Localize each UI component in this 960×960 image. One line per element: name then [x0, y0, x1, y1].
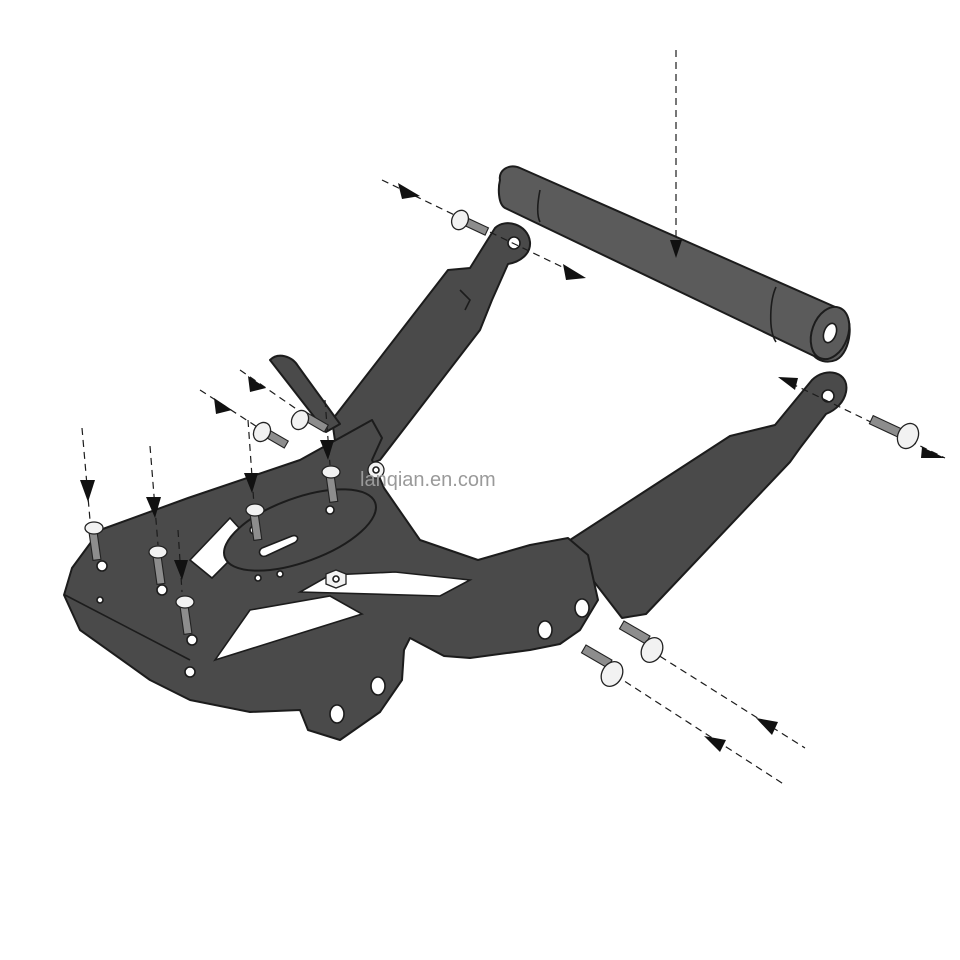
screw-icon	[252, 421, 290, 449]
washer-icon	[367, 461, 385, 479]
screw-icon	[618, 620, 664, 663]
arrow-down-icon	[80, 480, 95, 502]
arrow-right-icon	[398, 183, 420, 199]
arrow-right-icon	[248, 376, 266, 392]
direction-arrows	[80, 183, 945, 752]
arrow-down-icon	[320, 440, 334, 460]
screw-icon	[321, 465, 341, 504]
watermark-text: lanqian.en.com	[360, 469, 496, 491]
arrow-left-icon	[778, 377, 798, 390]
base-plate	[63, 354, 599, 741]
crossbar-tube	[497, 165, 851, 363]
arrow-down-icon	[174, 560, 188, 580]
arrow-right-icon	[563, 264, 586, 280]
left-arm-bracket	[331, 222, 532, 476]
screw-icon	[175, 595, 195, 636]
screw-icon	[290, 409, 330, 433]
screw-icon	[245, 503, 265, 542]
screw-icon	[148, 545, 168, 586]
arrow-left-icon	[921, 447, 945, 458]
screw-icon	[450, 209, 490, 236]
screw-icon	[84, 521, 104, 562]
arrow-left-icon	[756, 718, 778, 735]
screw-icon	[580, 644, 624, 687]
arrow-down-icon	[146, 497, 161, 518]
right-arm-bracket	[569, 371, 848, 619]
arrow-left-icon	[704, 736, 726, 752]
screw-icon	[868, 414, 920, 450]
arrow-down-icon	[244, 473, 258, 493]
screws	[84, 209, 920, 687]
arrow-right-icon	[214, 398, 232, 414]
arrow-down-icon	[670, 240, 682, 258]
